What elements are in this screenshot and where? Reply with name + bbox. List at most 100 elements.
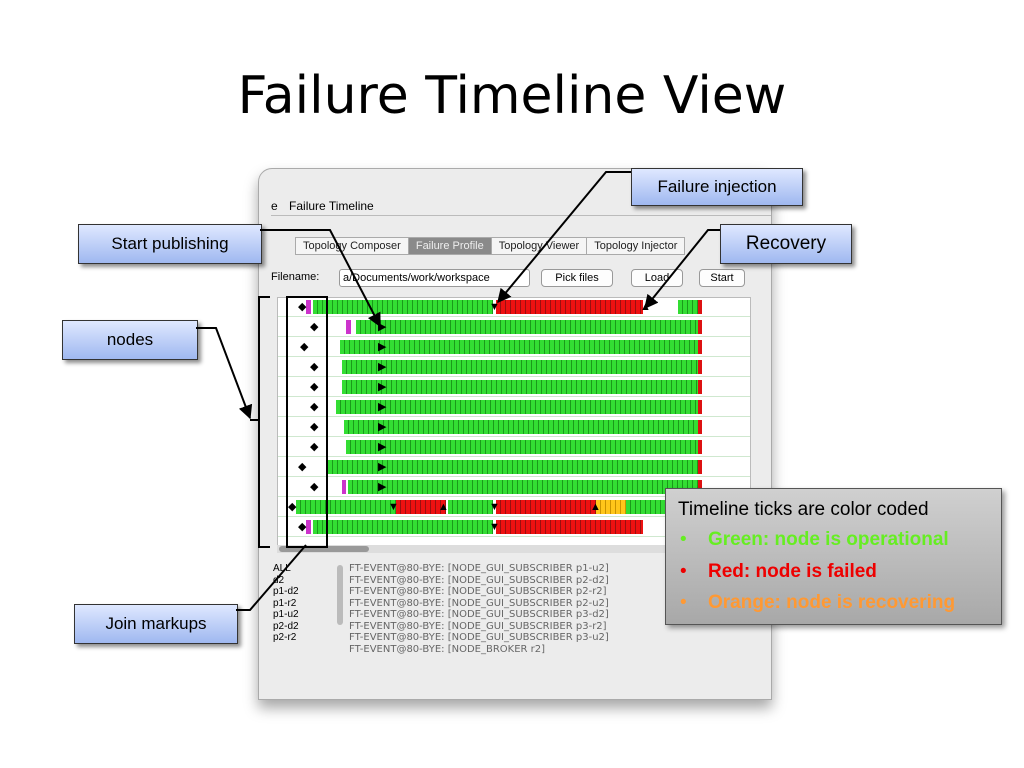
event-log: FT-EVENT@80-BYE: [NODE_GUI_SUBSCRIBER p1… bbox=[349, 563, 609, 655]
menu-item-file[interactable]: e bbox=[271, 199, 278, 213]
node-list-item[interactable]: ALL bbox=[273, 563, 291, 574]
end-marker bbox=[698, 420, 702, 434]
node-list-item[interactable]: p1-u2 bbox=[273, 609, 299, 620]
start-publish-marker-icon: ▶ bbox=[378, 321, 387, 333]
failure-marker-icon: ▼ bbox=[489, 501, 500, 513]
log-line: FT-EVENT@80-BYE: [NODE_GUI_SUBSCRIBER p2… bbox=[349, 597, 609, 609]
failure-marker-icon: ▼ bbox=[489, 521, 500, 533]
timeline-row: ◆▶ bbox=[278, 418, 750, 437]
join-markups-bracket bbox=[286, 296, 328, 548]
join-marker bbox=[306, 300, 311, 314]
operational-ticks bbox=[346, 440, 698, 454]
start-publish-marker-icon: ▶ bbox=[378, 481, 387, 493]
join-diamond-icon: ◆ bbox=[310, 361, 319, 373]
log-line: FT-EVENT@80-BYE: [NODE_GUI_SUBSCRIBER p2… bbox=[349, 586, 607, 597]
join-diamond-icon: ◆ bbox=[310, 401, 319, 413]
end-marker bbox=[698, 460, 702, 474]
start-publish-marker-icon: ▶ bbox=[378, 421, 387, 433]
nodes-arrow bbox=[196, 327, 253, 420]
timeline-horizontal-scrollbar[interactable] bbox=[277, 545, 749, 553]
bullet-icon: • bbox=[680, 529, 687, 550]
legend-title: Timeline ticks are color coded bbox=[678, 499, 929, 520]
pick-files-button[interactable]: Pick files bbox=[541, 269, 613, 287]
join-marker bbox=[346, 320, 351, 334]
recovery-callout: Recovery bbox=[720, 224, 852, 264]
start-publish-marker-icon: ▶ bbox=[378, 401, 387, 413]
node-list-item[interactable]: p1-r2 bbox=[273, 597, 297, 609]
timeline-row: ◆▶ bbox=[278, 318, 750, 337]
node-list-item[interactable]: p1-d2 bbox=[273, 586, 299, 597]
recovery-marker-icon: ▲ bbox=[590, 501, 601, 513]
failure-injection-callout: Failure injection bbox=[631, 168, 803, 206]
end-marker bbox=[698, 380, 702, 394]
log-line: FT-EVENT@80-BYE: [NODE_BROKER r2] bbox=[349, 643, 546, 655]
tab-topology-injector[interactable]: Topology Injector bbox=[586, 237, 686, 255]
join-diamond-icon: ◆ bbox=[310, 381, 319, 393]
timeline-row: ◆▶ bbox=[278, 378, 750, 397]
timeline-row: ◆▼▲ bbox=[278, 298, 750, 317]
timeline-row: ◆▶ bbox=[278, 438, 750, 457]
end-marker bbox=[698, 400, 702, 414]
log-line: FT-EVENT@80-BYE: [NODE_GUI_SUBSCRIBER p3… bbox=[349, 609, 609, 620]
join-diamond-icon: ◆ bbox=[300, 341, 309, 353]
join-marker bbox=[306, 520, 311, 534]
nodes-bracket bbox=[258, 296, 270, 548]
log-line: FT-EVENT@80-BYE: [NODE_GUI_SUBSCRIBER p1… bbox=[349, 563, 609, 574]
log-vertical-scrollbar[interactable] bbox=[337, 565, 343, 625]
node-list-item[interactable]: d2 bbox=[273, 574, 285, 586]
start-publish-marker-icon: ▶ bbox=[378, 341, 387, 353]
operational-ticks bbox=[342, 360, 698, 374]
operational-ticks bbox=[328, 460, 698, 474]
timeline-row: ◆▶ bbox=[278, 478, 750, 497]
start-button[interactable]: Start bbox=[699, 269, 745, 287]
legend-item-failed: •Red: node is failed bbox=[680, 561, 877, 583]
join-diamond-icon: ◆ bbox=[288, 501, 297, 513]
scrollbar-thumb[interactable] bbox=[279, 546, 369, 552]
end-marker bbox=[698, 300, 702, 314]
operational-ticks bbox=[342, 380, 698, 394]
start-publishing-arrow bbox=[260, 229, 381, 328]
menu-divider bbox=[271, 215, 771, 216]
failed-ticks bbox=[496, 500, 596, 514]
failed-ticks bbox=[396, 500, 446, 514]
operational-ticks bbox=[313, 520, 493, 534]
start-publish-marker-icon: ▶ bbox=[378, 361, 387, 373]
operational-ticks bbox=[348, 480, 698, 494]
node-list-item[interactable]: p2-d2 bbox=[273, 620, 299, 632]
operational-ticks bbox=[448, 500, 493, 514]
failure-marker-icon: ▼ bbox=[489, 301, 500, 313]
log-line: FT-EVENT@80-BYE: [NODE_GUI_SUBSCRIBER p3… bbox=[349, 632, 609, 643]
start-publishing-callout: Start publishing bbox=[78, 224, 262, 264]
join-diamond-icon: ◆ bbox=[310, 481, 319, 493]
recovery-marker-icon: ▲ bbox=[438, 501, 449, 513]
tab-topology-viewer[interactable]: Topology Viewer bbox=[490, 237, 588, 255]
tab-topology-composer[interactable]: Topology Composer bbox=[295, 237, 409, 255]
join-markups-callout: Join markups bbox=[74, 604, 238, 644]
color-legend-box: Timeline ticks are color coded •Green: n… bbox=[665, 488, 1002, 625]
timeline-row: ◆▶ bbox=[278, 338, 750, 357]
node-list-item[interactable]: p2-r2 bbox=[273, 632, 297, 643]
filename-value: a/Documents/work/workspace bbox=[343, 272, 490, 284]
timeline-row: ◆▶ bbox=[278, 358, 750, 377]
join-diamond-icon: ◆ bbox=[310, 441, 319, 453]
failed-ticks bbox=[496, 520, 643, 534]
load-button[interactable]: Load bbox=[631, 269, 683, 287]
nodes-callout: nodes bbox=[62, 320, 198, 360]
join-diamond-icon: ◆ bbox=[298, 461, 307, 473]
end-marker bbox=[698, 440, 702, 454]
operational-ticks bbox=[344, 420, 698, 434]
join-marker bbox=[342, 480, 346, 494]
end-marker bbox=[698, 320, 702, 334]
end-marker bbox=[698, 360, 702, 374]
log-line: FT-EVENT@80-BYE: [NODE_GUI_SUBSCRIBER p2… bbox=[349, 574, 609, 586]
legend-item-operational: •Green: node is operational bbox=[680, 529, 949, 551]
failed-ticks bbox=[496, 300, 643, 314]
tab-failure-profile[interactable]: Failure Profile bbox=[407, 237, 492, 255]
join-diamond-icon: ◆ bbox=[310, 321, 319, 333]
window-title: Failure Timeline bbox=[289, 199, 374, 213]
filename-combo[interactable]: a/Documents/work/workspace bbox=[339, 269, 530, 287]
operational-ticks bbox=[356, 320, 698, 334]
legend-text-recovering: Orange: node is recovering bbox=[708, 592, 956, 613]
